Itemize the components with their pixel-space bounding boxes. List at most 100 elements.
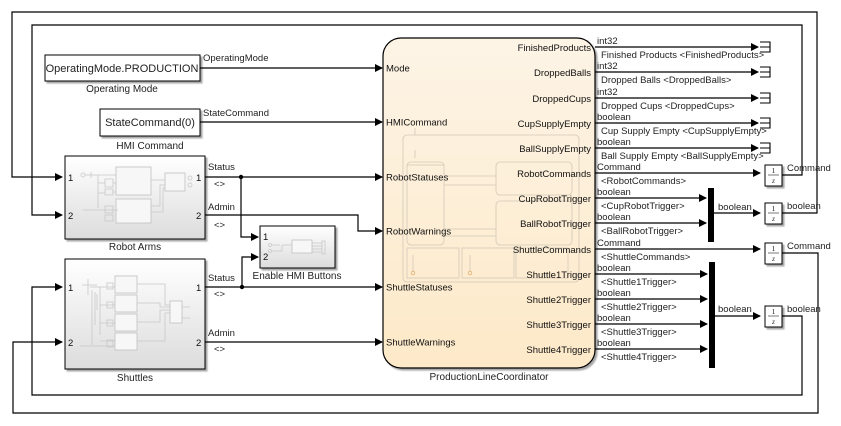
subsystem-preview <box>80 275 190 351</box>
signal-label: Status <box>208 273 235 284</box>
unit-delay-block[interactable]: 1z <box>764 164 783 187</box>
bus-mark: <> <box>214 344 226 355</box>
chart-output-port: RobotCommands <box>517 169 591 180</box>
signal-label: Command <box>787 163 831 174</box>
in-port-2: 2 <box>68 211 73 222</box>
wire-robot-command-feedback[interactable] <box>31 24 803 219</box>
signal-name-label: Dropped Balls <DroppedBalls> <box>601 75 732 86</box>
signal-type-label: boolean <box>597 338 631 349</box>
feedback-wires <box>11 11 819 414</box>
signal-label: StateCommand <box>203 108 269 119</box>
signal-name-label: <Shuttle1Trigger> <box>601 277 677 288</box>
signal-type-label: boolean <box>597 112 631 123</box>
subsystem-shuttles[interactable]: 1 2 1 2 Shuttles <box>64 258 206 384</box>
constant-value: OperatingMode.PRODUCTION <box>46 63 199 75</box>
signal-label: Admin <box>208 202 235 213</box>
signal-type-label: boolean <box>597 313 631 324</box>
terminator-icon[interactable] <box>760 92 771 104</box>
unit-delay-block[interactable]: 1z <box>764 202 783 225</box>
in-port-2: 2 <box>68 338 73 349</box>
signal-label: boolean <box>718 304 752 315</box>
unit-delay-block[interactable]: 1z <box>764 242 783 265</box>
in-port-1: 1 <box>68 173 73 184</box>
chart-output-port: Shuttle1Trigger <box>526 270 591 281</box>
wire-robot-admin[interactable] <box>205 214 383 235</box>
in-port-1: 1 <box>68 283 73 294</box>
signal-name-label: <RobotCommands> <box>601 176 686 187</box>
delay-denominator: z <box>771 177 775 185</box>
constant-hmi-command[interactable]: StateCommand(0) HMI Command <box>99 108 201 152</box>
subsystem-robot-arms[interactable]: 1 2 1 2 Robot Arms <box>64 155 206 253</box>
wire-shuttle-command-feedback[interactable] <box>12 252 819 414</box>
delay-numerator: 1 <box>772 166 776 175</box>
terminator-icon[interactable] <box>760 41 771 53</box>
signal-type-label: int32 <box>597 87 618 98</box>
signal-label: boolean <box>718 202 752 213</box>
terminator-icon[interactable] <box>760 117 771 129</box>
chart-output-port: CupSupplyEmpty <box>518 119 592 130</box>
signal-name-label: <CupRobotTrigger> <box>601 201 685 212</box>
block-name: Enable HMI Buttons <box>253 271 342 282</box>
delay-numerator: 1 <box>772 307 776 316</box>
bus-mark: <> <box>214 289 226 300</box>
delay-numerator: 1 <box>772 204 776 213</box>
chart-input-port: Mode <box>386 64 410 75</box>
wire-shuttle-trigger-feedback[interactable] <box>31 283 803 396</box>
terminator-icon[interactable] <box>760 66 771 78</box>
chart-output-port: Shuttle3Trigger <box>526 320 591 331</box>
bus-mark: <> <box>214 220 226 231</box>
chart-output-port: BallRobotTrigger <box>520 219 591 230</box>
subsystem-preview <box>80 166 193 224</box>
subsystem-enable-hmi-buttons[interactable]: 1 2 Enable HMI Buttons <box>253 225 342 282</box>
signal-name-label: Finished Products <FinishedProducts> <box>601 50 765 61</box>
chart-output-port: BallSupplyEmpty <box>519 144 591 155</box>
chart-output-port: DroppedCups <box>532 94 591 105</box>
chart-output-port: CupRobotTrigger <box>518 194 591 205</box>
wire-robot-trigger-feedback[interactable] <box>11 11 818 214</box>
signal-type-label: Command <box>597 238 641 249</box>
chart-input-port: ShuttleStatuses <box>386 283 453 294</box>
bus-mark: <> <box>214 179 226 190</box>
signal-type-label: int32 <box>597 61 618 72</box>
chart-input-port: RobotStatuses <box>386 173 449 184</box>
block-name: Shuttles <box>117 373 153 384</box>
block-name: Operating Mode <box>86 84 158 95</box>
out-port-2: 2 <box>196 211 201 222</box>
wire-shuttle-status-branch[interactable] <box>241 253 259 287</box>
signal-label: Status <box>208 162 235 173</box>
delay-denominator: z <box>771 215 775 223</box>
signal-type-label: boolean <box>597 263 631 274</box>
signal-name-label: Dropped Cups <DroppedCups> <box>601 101 735 112</box>
signal-name-label: <BallRobotTrigger> <box>601 226 683 237</box>
delay-numerator: 1 <box>772 244 776 253</box>
signal-name-label: <ShuttleCommands> <box>601 252 691 263</box>
chart-output-port: Shuttle4Trigger <box>526 345 591 356</box>
signal-type-label: boolean <box>597 187 631 198</box>
unit-delay-block[interactable]: 1z <box>764 305 783 328</box>
signal-label: boolean <box>787 201 821 212</box>
mux-shuttle-triggers[interactable] <box>709 262 715 368</box>
chart-input-port: HMICommand <box>386 118 447 129</box>
chart-preview <box>402 128 580 283</box>
signal-name-label: <Shuttle3Trigger> <box>601 327 677 338</box>
chart-output-port: Shuttle2Trigger <box>526 295 591 306</box>
signal-label: Command <box>787 241 831 252</box>
constant-operating-mode[interactable]: OperatingMode.PRODUCTION Operating Mode <box>44 54 201 95</box>
delay-denominator: z <box>771 318 775 326</box>
out-port-2: 2 <box>196 338 201 349</box>
terminator-icon[interactable] <box>760 142 771 154</box>
signal-label: boolean <box>787 304 821 315</box>
mux-robot-triggers[interactable] <box>708 188 714 242</box>
signal-type-label: Command <box>597 162 641 173</box>
out-port-1: 1 <box>196 283 201 294</box>
in-port-2: 2 <box>263 252 268 263</box>
signal-name-label: <Shuttle4Trigger> <box>601 352 677 363</box>
chart-production-line-coordinator[interactable]: ModeHMICommandRobotStatusesRobotWarnings… <box>382 37 596 383</box>
in-port-1: 1 <box>263 232 268 243</box>
chart-input-port: ShuttleWarnings <box>386 338 456 349</box>
block-name: HMI Command <box>116 141 183 152</box>
wire-robot-status-branch[interactable] <box>240 177 259 241</box>
chart-input-port: RobotWarnings <box>386 227 451 238</box>
